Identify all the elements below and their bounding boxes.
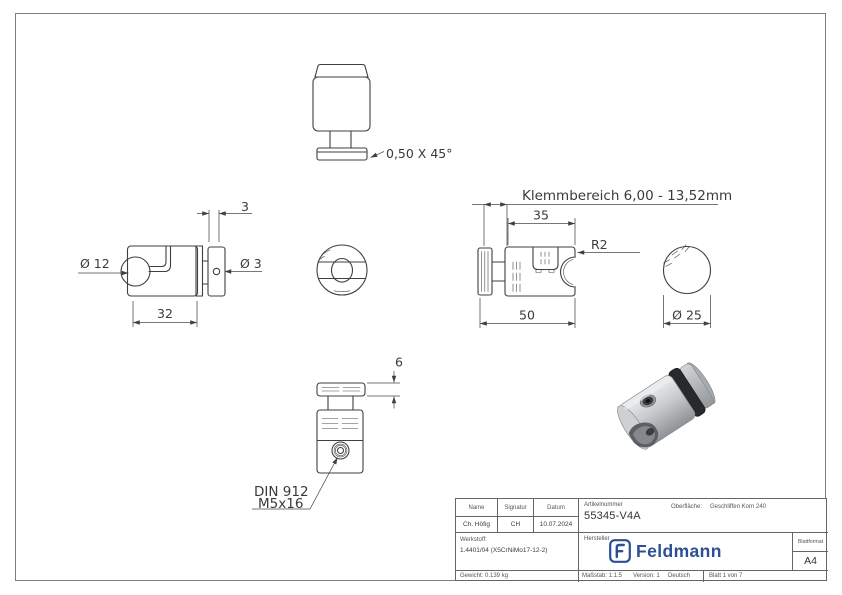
blatt-value: Blatt 1 von 7	[709, 573, 743, 579]
label-dim32: 32	[157, 306, 173, 321]
feldmann-logo: Feldmann	[609, 539, 722, 563]
label-r2: R2	[591, 237, 608, 252]
label-klemmbereich: Klemmbereich 6,00 - 13,52mm	[522, 188, 732, 204]
header-signatur: Signatur	[498, 499, 534, 517]
label-dia12: Ø 12	[80, 256, 110, 271]
view-bottom	[252, 371, 400, 510]
view-front-circle	[316, 244, 368, 296]
blattformat-label: Blattformat	[793, 533, 828, 552]
value-signatur: CH	[498, 517, 534, 533]
blattformat-value: A4	[793, 552, 828, 571]
label-dim35: 35	[533, 208, 549, 223]
hersteller-label: Hersteller	[584, 536, 610, 542]
view-3d-render	[617, 362, 716, 450]
view-end-circle	[662, 244, 712, 328]
view-side-left	[78, 210, 262, 327]
blatt-cell: Blatt 1 von 7	[704, 571, 828, 582]
label-m5x16: M5x16	[258, 496, 303, 512]
artikelnummer-value: 55345-V4A	[584, 510, 641, 522]
view-side-right	[472, 202, 718, 328]
label-dim3: 3	[241, 199, 249, 214]
label-dia25: Ø 25	[672, 308, 702, 323]
label-dim6: 6	[395, 355, 403, 370]
massstab-cell: Maßstab: 1:1.5 Version: 1 Deutsch	[579, 571, 704, 582]
value-datum: 10.07.2024	[534, 517, 579, 533]
header-datum: Datum	[534, 499, 579, 517]
hersteller-cell: Hersteller Feldmann	[579, 533, 793, 571]
label-chamfer: 0,50 X 45°	[386, 146, 453, 161]
gewicht-cell: Gewicht: 0.139 kg	[456, 571, 579, 582]
feldmann-logo-text: Feldmann	[636, 540, 722, 561]
massstab-value: Maßstab: 1:1.5	[582, 573, 623, 579]
gewicht-value: Gewicht: 0.139 kg	[460, 573, 509, 579]
artikelnummer-label: Artikelnummer	[584, 502, 623, 508]
sheet-border-frame	[15, 13, 826, 581]
werkstoff-cell: Werkstoff: 1.4401/04 (X5CrNiMo17-12-2)	[456, 533, 579, 571]
value-name: Ch. Höfig	[456, 517, 498, 533]
label-din912: DIN 912	[254, 484, 309, 500]
feldmann-logo-mark	[609, 539, 631, 563]
werkstoff-value: 1.4401/04 (X5CrNiMo17-12-2)	[460, 547, 548, 554]
view-top-knob	[312, 63, 385, 161]
version-value: Version: 1	[633, 573, 660, 579]
oberflaeche-label: Oberfläche:	[671, 504, 703, 510]
werkstoff-label: Werkstoff:	[460, 537, 487, 543]
header-name: Name	[456, 499, 498, 517]
artikelnummer-cell: Artikelnummer 55345-V4A Oberfläche: Gesc…	[579, 499, 828, 533]
oberflaeche-value: Geschliffen Korn 240	[710, 504, 766, 510]
label-dim50: 50	[519, 308, 535, 323]
label-dia3: Ø 3	[240, 256, 262, 271]
title-block: Name Signatur Datum Ch. Höfig CH 10.07.2…	[455, 498, 828, 582]
sprache-value: Deutsch	[668, 573, 691, 579]
